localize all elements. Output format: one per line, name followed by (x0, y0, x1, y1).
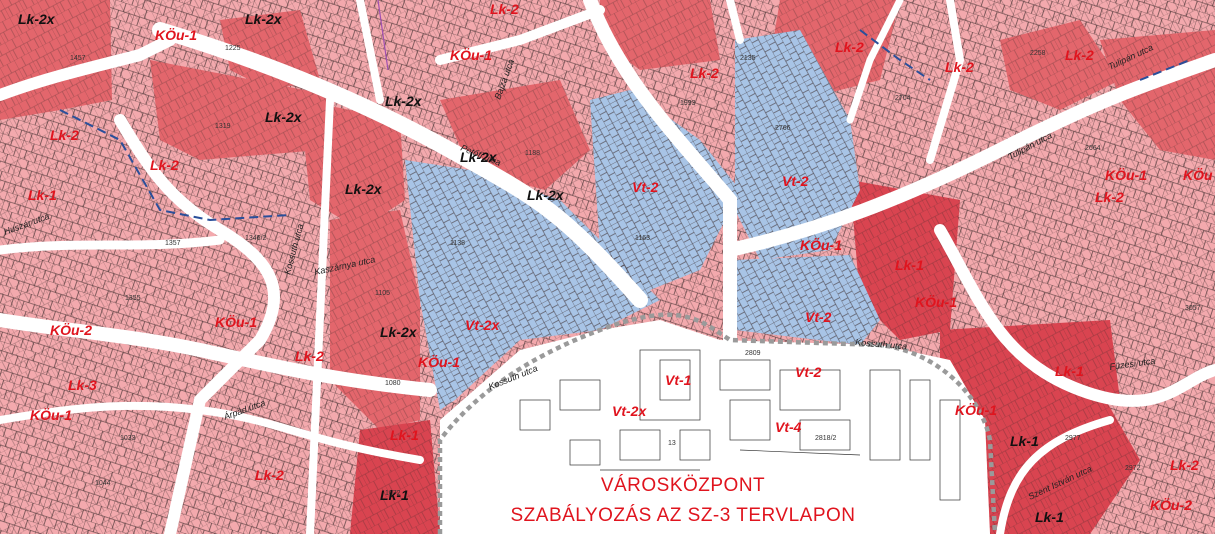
zone-label: Lk-1 (1010, 433, 1039, 449)
zone-label: Lk-2x (380, 324, 418, 340)
zone-label: Lk-2x (265, 109, 303, 125)
zone-label: KÖu-1 (800, 237, 842, 253)
zone-label: Vt-2x (465, 317, 500, 333)
parcel-number: 1355 (125, 295, 141, 302)
parcel-number: 1993 (680, 100, 696, 107)
zone-label: Lk-2 (50, 127, 79, 143)
zone-label: Lk-2 (945, 59, 974, 75)
zone-label: KÖu-1 (418, 354, 460, 370)
zone-label: KÖu-1 (155, 27, 197, 43)
parcel-number: 2258 (1030, 50, 1046, 57)
zone-label: Lk-3 (68, 377, 97, 393)
street-label: Kossuth utca (855, 337, 908, 351)
zone-label: Lk-2x (385, 93, 423, 109)
zone-label: Vt-2 (632, 179, 659, 195)
parcel-number: 2766 (775, 125, 791, 132)
parcel-number: 1072 (385, 490, 401, 497)
vt-plot-lines (405, 30, 880, 410)
zone-label: Vt-4 (775, 419, 802, 435)
zone-label: KÖu (1183, 167, 1213, 183)
parcel-number: 1080 (385, 380, 401, 387)
parcel-number: 1044 (95, 480, 111, 487)
city-centre-area (440, 320, 990, 534)
map-caption: VÁROSKÖZPONT SZABÁLYOZÁS AZ SZ-3 TERVLAP… (511, 475, 856, 526)
zone-label: Lk-1 (895, 257, 924, 273)
zone-label: Lk-2 (255, 467, 284, 483)
parcel-number: 2818/2 (815, 435, 837, 442)
parcel-number: 2809 (745, 350, 761, 357)
parcel-number: 2664 (1085, 145, 1101, 152)
zone-labels: Lk-2x Lk-2x KÖu-1 Lk-2 KÖu-1 Lk-2 Lk-2 L… (18, 1, 1213, 525)
zone-label: KÖu-1 (450, 47, 492, 63)
caption-line-1: VÁROSKÖZPONT (601, 475, 765, 496)
blue-boundary-right (859, 29, 1191, 81)
parcel-number: 1033 (120, 435, 136, 442)
zone-label: Lk-2 (1065, 47, 1094, 63)
blue-boundary-left (59, 109, 291, 222)
parcel-number: 2972 (1125, 465, 1141, 472)
zone-label: Lk-2 (835, 39, 864, 55)
parcel-number: 2704 (895, 95, 911, 102)
zone-label: Lk-1 (28, 187, 57, 203)
purple-line (377, 0, 389, 71)
zone-label: KÖu-1 (30, 407, 72, 423)
zone-label: Lk-2x (345, 181, 383, 197)
parcel-number: 13 (668, 440, 676, 447)
zone-label: Lk-2x (460, 149, 498, 165)
parcel-number: 3057 (1185, 305, 1201, 312)
zone-label: KÖu-1 (215, 314, 257, 330)
zone-label: Vt-2x (612, 403, 647, 419)
zone-label: Lk-2x (18, 11, 56, 27)
zone-label: Lk-2 (490, 1, 519, 17)
zone-label: Lk-2 (1095, 189, 1124, 205)
parcel-numbers: 1457 1319 1225 2258 2766 1138 1163 1346/… (70, 45, 1201, 497)
parcel-number: 2977 (1065, 435, 1081, 442)
zone-label: Lk-2x (245, 11, 283, 27)
zone-label: Vt-2 (795, 364, 822, 380)
zone-label: Lk-1 (390, 427, 419, 443)
zone-label: KÖu-1 (955, 402, 997, 418)
caption-line-2: SZABÁLYOZÁS AZ SZ-3 TERVLAPON (511, 505, 856, 526)
zone-label: KÖu-1 (1105, 167, 1147, 183)
zone-label: KÖu-2 (50, 322, 92, 338)
parcel-number: 1188 (525, 150, 540, 157)
zone-label: Lk-1 (1055, 363, 1084, 379)
zone-label: Lk-1 (380, 487, 409, 503)
parcel-number: 1225 (225, 45, 241, 52)
parcel-number: 1357 (165, 240, 181, 247)
zone-label: Lk-1 (1035, 509, 1064, 525)
zone-label: Lk-2 (295, 348, 324, 364)
zone-label: Vt-2 (782, 173, 809, 189)
zone-label: Lk-2x (527, 187, 565, 203)
zone-label: Vt-1 (665, 372, 692, 388)
zone-label: KÖu-2 (1150, 497, 1192, 513)
parcel-number: 2135 (740, 55, 756, 62)
zone-label: Lk-2 (150, 157, 179, 173)
zone-label: KÖu-1 (915, 294, 957, 310)
parcel-number: 1138 (450, 240, 465, 247)
parcel-number: 1163 (635, 235, 650, 242)
parcel-number: 1346/2 (245, 235, 267, 242)
parcel-number: 1319 (215, 123, 231, 130)
zone-label: Vt-2 (805, 309, 832, 325)
city-centre-boundary (437, 312, 998, 534)
parcel-number: 1105 (375, 290, 390, 297)
zone-label: Lk-2 (690, 65, 719, 81)
parcel-number: 1457 (70, 55, 86, 62)
zone-label: Lk-2 (1170, 457, 1199, 473)
